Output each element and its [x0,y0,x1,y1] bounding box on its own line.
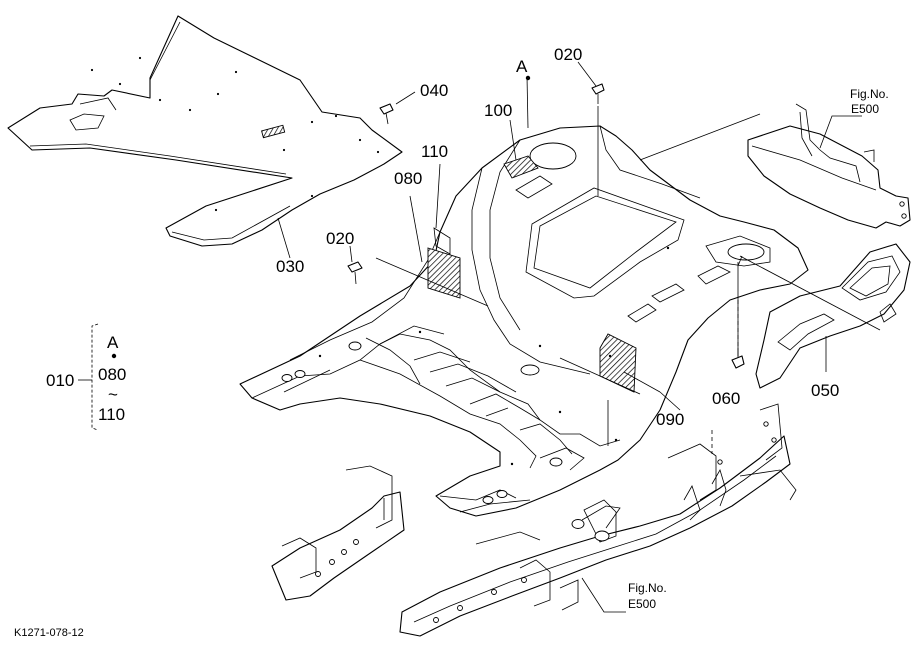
drawing-code: K1271-078-12 [14,627,84,639]
bolt-020-top [591,83,605,104]
mat-grip-pattern [261,124,286,139]
set-tilde: ~ [108,385,118,404]
callout-ref-a: A [516,57,528,76]
callout-100: 100 [484,101,512,120]
callout-030: 030 [276,257,304,276]
callout-090: 090 [656,410,684,429]
bracket-upper-right [747,103,911,229]
callout-050: 050 [811,381,839,400]
assembly-set-010: 010 A 080 ~ 110 [46,323,126,431]
label-sticker-090 [599,333,637,393]
set-ref-a: A [107,333,119,352]
set-ref-dot [111,353,117,359]
chassis-frame [271,403,797,637]
floor-mat-030 [7,15,403,247]
fig-ref-lower-label: Fig.No. [628,581,667,595]
callout-080: 080 [394,169,422,188]
bolt-040 [379,103,394,125]
step-mat-050 [755,243,911,389]
fig-ref-upper-label: Fig.No. [850,87,889,101]
ref-a-dot [525,75,531,81]
callout-020-left: 020 [326,229,354,248]
label-sticker-100 [503,155,539,179]
bolt-020-left [347,261,363,285]
callout-110: 110 [421,142,448,161]
fig-ref-upper-code: E500 [851,102,879,116]
callout-020-top: 020 [554,45,582,64]
fig-ref-lower-code: E500 [628,597,656,611]
set-to: 110 [98,405,125,424]
label-sticker-080 [427,247,461,299]
floor-deck [239,125,809,517]
callout-010: 010 [46,371,74,390]
callout-060: 060 [712,389,740,408]
callout-040: 040 [420,81,448,100]
leader-lines [277,61,881,613]
set-from: 080 [98,365,126,384]
